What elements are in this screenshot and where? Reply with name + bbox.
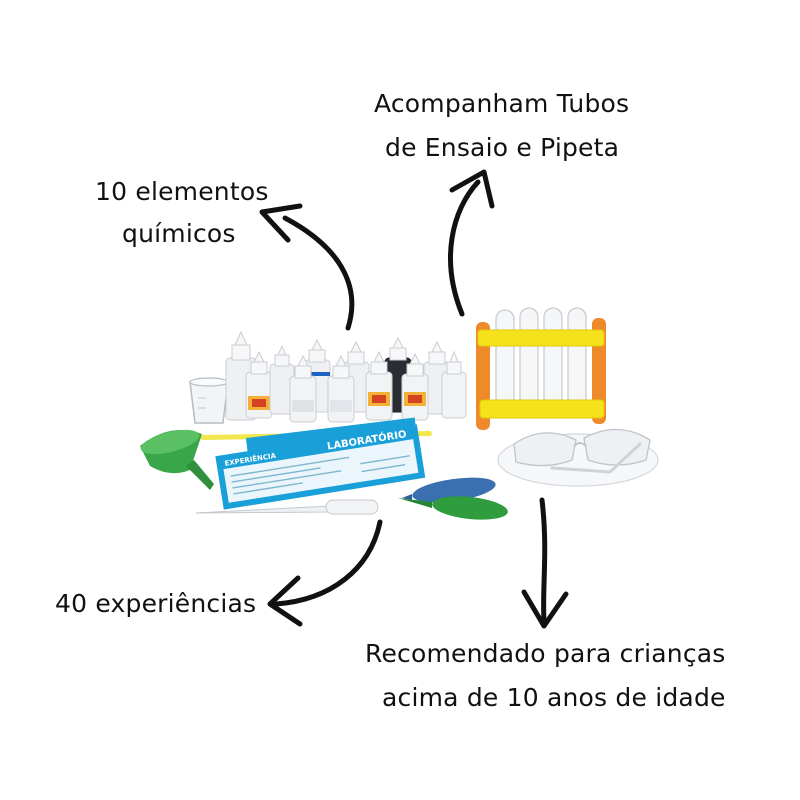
- caption-chemical-elements-line1: 10 elementos: [95, 177, 269, 206]
- caption-test-tubes-line1: Acompanham Tubos: [374, 89, 630, 118]
- test-tube-rack: [476, 307, 606, 430]
- caption-test-tubes-line2: de Ensaio e Pipeta: [385, 133, 620, 162]
- bottle: [245, 350, 273, 419]
- arrow-to-elements: [259, 203, 355, 331]
- caption-experiences: 40 experiências: [55, 588, 256, 620]
- balloon-green: [398, 496, 508, 520]
- pipette: [195, 499, 379, 515]
- caption-age-recommendation-line1: Recomendado para crianças: [365, 639, 726, 668]
- arrow-to-recommended: [521, 497, 569, 629]
- caption-chemical-elements: 10 elementos químicos: [95, 176, 269, 250]
- balloons: [398, 477, 508, 520]
- bottle: [269, 344, 295, 415]
- measuring-cup: [189, 377, 229, 424]
- instruction-cards: LABORATÓRIO EXPERIÊNCIA LABORATÓRIO: [215, 417, 426, 510]
- safety-goggles: [497, 428, 659, 487]
- dropper-bottles: [225, 330, 467, 423]
- bottle: [289, 354, 317, 423]
- arrow-to-tubes: [448, 169, 495, 317]
- caption-experiences-line1: 40 experiências: [55, 589, 257, 618]
- balloon-blue: [402, 477, 496, 503]
- bottle: [441, 350, 467, 419]
- caption-age-recommendation-line2: acima de 10 anos de idade: [382, 683, 726, 712]
- bottle: [365, 350, 393, 421]
- bottle: [327, 354, 355, 423]
- funnel: [140, 429, 214, 490]
- caption-chemical-elements-line2: químicos: [122, 219, 236, 248]
- arrow-to-experiences: [267, 519, 383, 627]
- bottle: [401, 352, 429, 421]
